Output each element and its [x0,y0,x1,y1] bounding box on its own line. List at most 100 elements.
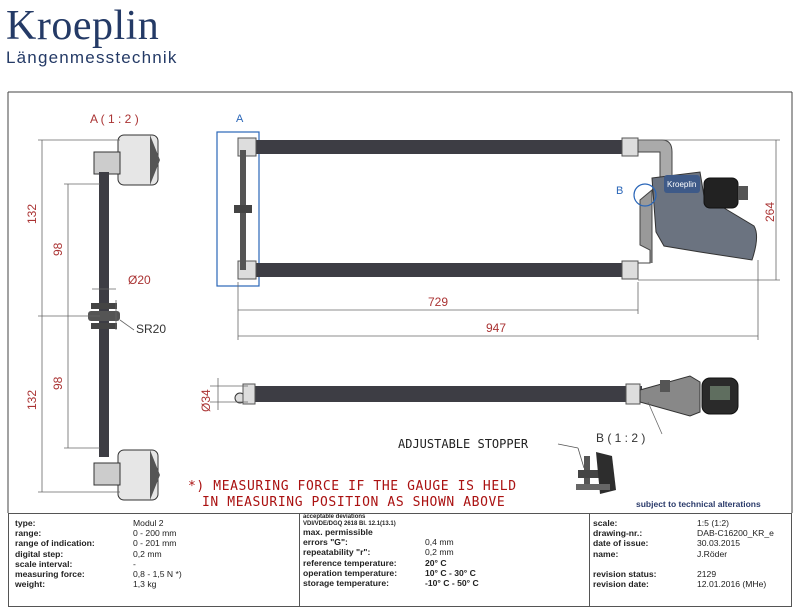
deviation-row: reference temperature: 20° C [299,558,589,568]
side-rod-right-sleeve [625,383,641,405]
dim-98-top: 98 [51,242,65,256]
spec-row: scale interval: - [9,559,299,569]
drawing-key: drawing-nr.: [593,528,643,539]
gauge-brand-label: Kroeplin [667,180,696,189]
joint-ring-1 [91,303,117,309]
dim-d34: Ø34 [199,389,213,412]
side-rod-left-sleeve [242,383,256,405]
spec-row: range of indication:0 - 201 mm [9,538,299,548]
spec-value: 0,8 - 1,5 N *) [133,568,182,579]
stopper-base [576,484,610,490]
deviation-key: operation temperature: [303,567,398,578]
spec-value: 0,2 mm [133,548,162,559]
dim-98-bottom: 98 [51,376,65,390]
drawing-value: 12.01.2016 (MHe) [697,579,767,590]
spec-row: digital step: 0,2 mm [9,549,299,559]
drawing-value: 1:5 (1:2) [697,518,730,528]
frame-bracket-top [637,139,673,181]
top-anvil-hub [93,151,121,175]
stopper-body [578,470,608,478]
digital-display [703,177,739,209]
drawing-row: name: J.Röder [589,549,793,559]
deviation-key: storage temperature: [303,577,389,588]
deviations-head-2: VDI/VDE/DGQ 2618 Bl. 12.1(13.1) [303,520,396,527]
upper-rod-right-sleeve [621,137,639,157]
drawing-value: 30.03.2015 [697,538,741,549]
spec-key: digital step: [15,548,64,559]
drawing-row: revision status: 2129 [589,569,793,579]
spec-value: Modul 2 [133,518,164,528]
deviation-value: -10° C - 50° C [425,577,479,588]
drawing-row: scale: 1:5 (1:2) [589,518,793,528]
display-button [738,186,748,200]
joint-ring-3 [91,323,117,329]
spec-row: measuring force: 0,8 - 1,5 N *) [9,569,299,579]
deviation-row: storage temperature: -10° C - 50° C [299,578,589,588]
callout-b-label: B [616,185,623,197]
dim-264: 264 [763,202,777,222]
spec-key: type: [15,518,36,528]
deviation-value: 20° C [425,557,447,568]
deviation-key: reference temperature: [303,557,397,568]
drawing-row: drawing-nr.: DAB-C16200_KR_e [589,528,793,538]
callout-b-circle [633,183,657,207]
bottom-anvil-hub [93,462,121,486]
brand-subtitle: Längenmesstechnik [6,48,178,67]
drawing-value: DAB-C16200_KR_e [697,528,774,539]
detail-a-view: A ( 1 : 2 ) 132 98 [25,112,166,501]
title-block: type:Modul 2 range:0 - 200 mm range of i… [8,513,792,607]
dim-132-top: 132 [25,204,39,224]
spec-key: range: [15,528,42,539]
brand-logo: Kroeplin Längenmesstechnik [6,2,178,68]
drawing-key: revision status: [593,568,657,579]
specs-column: type:Modul 2 range:0 - 200 mm range of i… [9,514,300,606]
frame-bracket-bottom [638,188,653,264]
deviations-title: max. permissible [303,527,373,537]
top-anvil-face [150,135,160,185]
spec-key: weight: [15,579,46,590]
subject-note: subject to technical alterations [636,499,761,509]
side-display-screen [710,386,730,400]
joint-ring-2 [88,311,120,321]
measuring-force-note: *) MEASURING FORCE IF THE GAUGE IS HELD … [188,479,517,511]
spec-key: measuring force: [15,568,85,579]
drawing-info-column: scale: 1:5 (1:2) drawing-nr.: DAB-C16200_K… [589,514,793,606]
spec-value: - [133,558,136,569]
spec-row: type: Modul 2 [9,518,299,528]
drawing-row [589,559,793,569]
spec-value: 1,3 kg [133,579,157,590]
note-line-1: *) MEASURING FORCE IF THE GAUGE IS HELD [188,479,517,494]
detail-b-view: ADJUSTABLE STOPPER B ( 1 : 2 ) [398,431,645,494]
gauge-label-plate [664,175,700,193]
deviation-row: repeatability "r":0,2 mm [299,547,589,557]
deviation-value: 10° C - 30° C [425,567,476,578]
deviation-row: operation temperature: 10° C - 30° C [299,568,589,578]
dim-sr20: SR20 [136,322,166,336]
spec-key: scale interval: [15,558,73,569]
anvil-bar-stop [234,205,252,213]
side-view: Ø34 [199,375,739,435]
spec-row: weight: 1,3 kg [9,579,299,589]
deviation-value: 0,2 mm [425,547,454,558]
upper-rod [238,140,638,154]
dim-132-bottom: 132 [25,390,39,410]
drawing-key: name: [593,548,619,559]
drawing-key: date of issue: [593,538,649,549]
gauge-body [651,171,758,261]
drawing-value: J.Röder [697,548,728,559]
drawing-row: date of issue: 30.03.2015 [589,538,793,548]
drawing-row: revision date: 12.01.2016 (MHe) [589,579,793,589]
deviations-column: acceptable deviations VDI/VDE/DGQ 2618 B… [299,514,590,606]
note-line-2: IN MEASURING POSITION AS SHOWN ABOVE [202,495,506,510]
drawing-key: revision date: [593,579,649,590]
callout-a-label: A [236,113,244,125]
main-top-view: A Kroeplin B [216,113,780,340]
spec-value: 0 - 201 mm [133,538,177,549]
detail-a-label: A ( 1 : 2 ) [90,112,139,126]
deviation-row: errors "G":0,4 mm [299,537,589,547]
deviations-head-1: acceptable deviations [303,514,366,520]
drawing-value: 2129 [697,568,717,579]
drawing-key: scale: [593,518,618,528]
deviation-key: errors "G": [303,537,348,548]
